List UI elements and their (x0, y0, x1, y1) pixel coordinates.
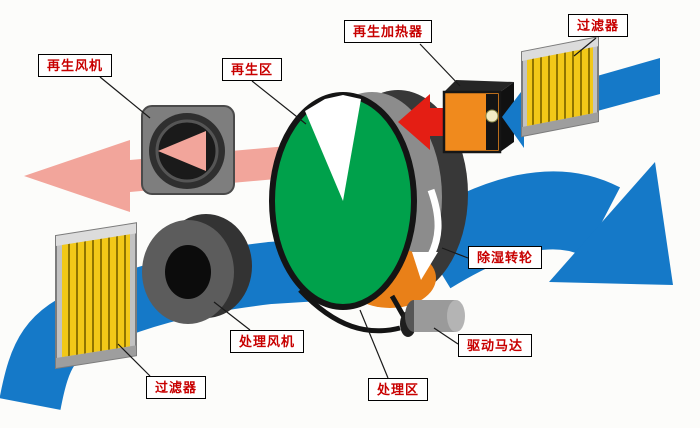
fan-hub (165, 245, 211, 299)
rotation-arrow-head (412, 252, 438, 280)
outlet-arrow-head (549, 162, 673, 285)
label-process-zone: 处理区 (368, 378, 429, 401)
filter-slats (68, 234, 126, 357)
filter-slats (532, 47, 590, 126)
leader-motor (433, 327, 459, 345)
label-process-fan: 处理风机 (230, 330, 305, 353)
drive-belt (298, 288, 401, 334)
dehumidifier-wheel (269, 90, 468, 310)
exhaust-arrow-head (24, 140, 130, 212)
process-fan-unit (142, 214, 252, 324)
hot-air-arrow (398, 94, 448, 150)
label-regen-heater: 再生加热器 (344, 20, 433, 43)
filter-media (62, 234, 130, 358)
filter-top-cap (56, 223, 136, 246)
filter-top-cap (522, 37, 598, 61)
label-regen-fan: 再生风机 (38, 54, 113, 77)
leader-process-fan (213, 301, 251, 331)
label-filter-top: 过滤器 (568, 14, 629, 37)
regen-heater-unit (442, 80, 514, 154)
leader-regen-zone (251, 80, 307, 125)
filter-bottom-panel (55, 222, 137, 370)
filter-media (527, 47, 593, 127)
regen-inlet-head (502, 88, 524, 148)
drive-assembly (298, 288, 465, 337)
leader-process-zone (359, 309, 389, 379)
regen-fan-flow-arrow (158, 131, 206, 171)
leader-wheel (441, 247, 469, 259)
label-regen-zone: 再生区 (222, 58, 283, 81)
leader-filter-bottom (117, 343, 151, 377)
filter-bottom-cap (522, 112, 598, 136)
filter-bottom-cap (56, 345, 136, 368)
leader-lines (99, 37, 597, 379)
wheel-regen-sector (305, 95, 361, 201)
filter-top-panel (521, 36, 599, 138)
leader-regen-fan (99, 76, 151, 119)
label-wheel: 除湿转轮 (468, 246, 543, 269)
regen-fan-unit (141, 105, 235, 195)
motor-right-cap (447, 300, 465, 332)
leader-regen-heater (419, 43, 461, 87)
label-motor: 驱动马达 (458, 334, 533, 357)
label-filter-bottom: 过滤器 (146, 376, 207, 399)
leader-filter-top (573, 37, 597, 57)
heater-indicator-light (485, 109, 499, 123)
heater-top-face (444, 80, 514, 92)
